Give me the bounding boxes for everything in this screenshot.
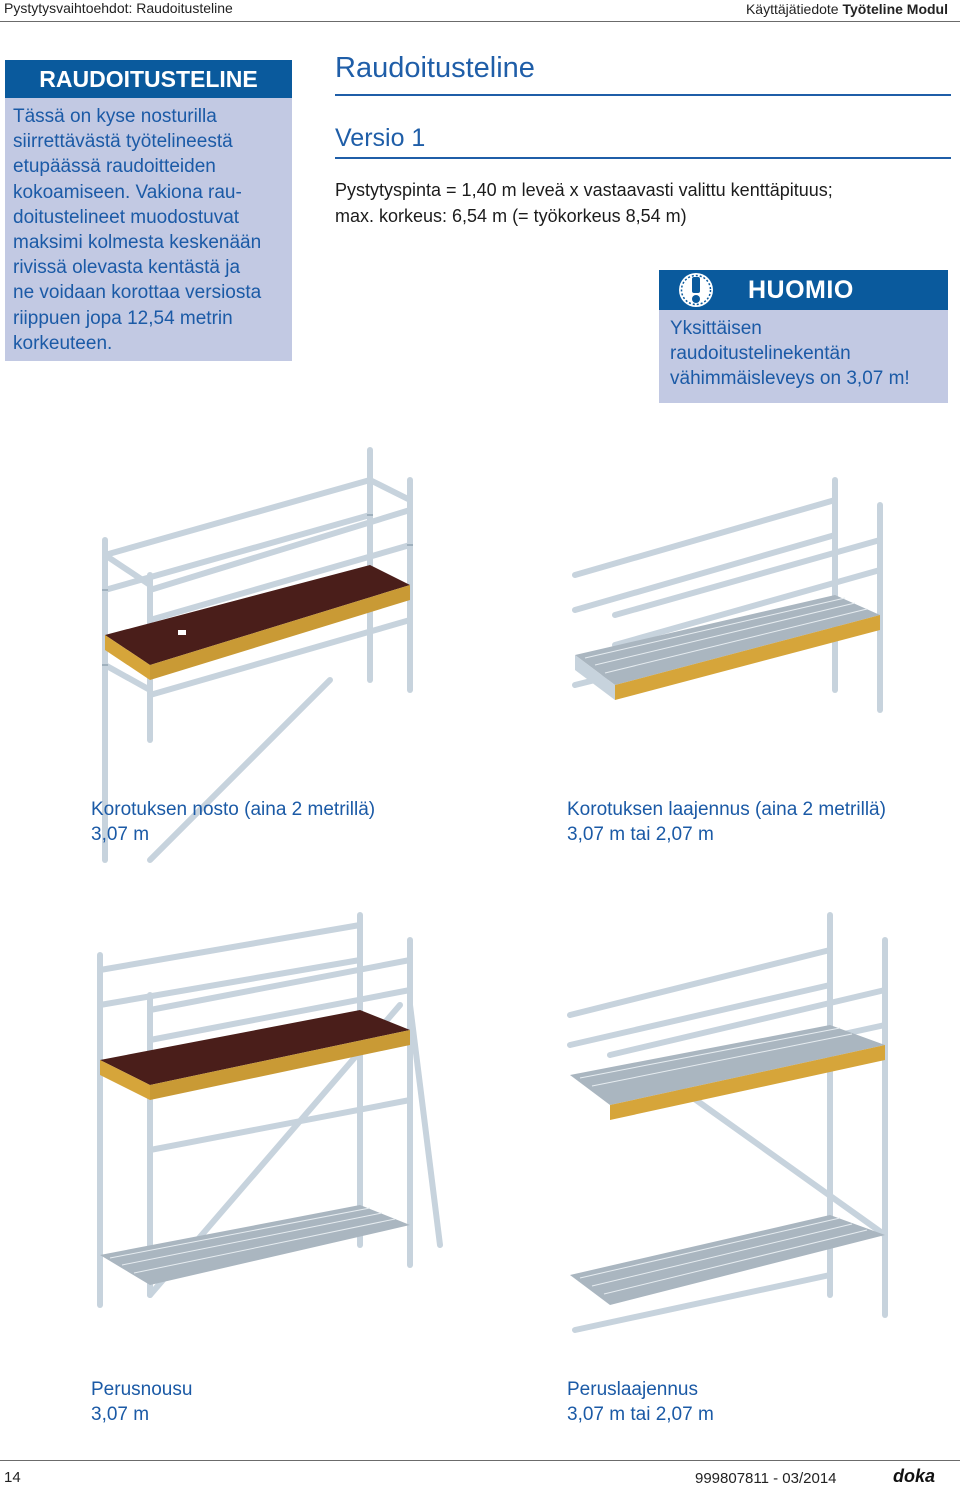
notice-line: vähimmäisleveys on 3,07 m!: [670, 368, 910, 389]
caption-title: Korotuksen laajennus (aina 2 metrillä): [567, 799, 886, 820]
caption-dimension: 3,07 m tai 2,07 m: [567, 824, 714, 845]
figure-caption: Perusnousu 3,07 m: [91, 1377, 192, 1427]
scaffold-illustration-lift: [102, 447, 413, 863]
page-number: 14: [4, 1469, 21, 1486]
scaffold-illustration-base-extension: [567, 912, 888, 1333]
notice-title: HUOMIO: [748, 276, 854, 304]
document-code: 999807811 - 03/2014: [695, 1470, 837, 1487]
caption-dimension: 3,07 m: [91, 1404, 150, 1425]
sidebar-line: Tässä on kyse nosturilla: [13, 106, 217, 127]
sidebar-text: Tässä on kyse nosturilla siirrettävästä …: [13, 104, 289, 356]
notice-line: Yksittäisen: [670, 318, 762, 339]
sidebar-line: ne voidaan korottaa versiosta: [13, 282, 262, 304]
caption-dimension: 3,07 m: [91, 824, 150, 845]
body-text: Pystytyspinta = 1,40 m leveä x vastaavas…: [335, 177, 955, 229]
figure-caption: Korotuksen laajennus (aina 2 metrillä) 3…: [567, 797, 886, 847]
sidebar-line: rivissä olevasta kentästä ja: [13, 257, 241, 279]
sidebar-box: [5, 60, 292, 361]
caption-title: Peruslaajennus: [567, 1379, 698, 1400]
body-line: Pystytyspinta = 1,40 m leveä x vastaavas…: [335, 180, 833, 200]
subtitle-rule: [335, 157, 951, 159]
doka-logo: doka: [893, 1466, 935, 1486]
sidebar-line: korkeuteen.: [13, 332, 113, 354]
sidebar-line: maksimi kolmesta keskenään: [13, 232, 262, 254]
notice-line: raudoitustelinekentän: [670, 343, 851, 364]
caption-dimension: 3,07 m tai 2,07 m: [567, 1404, 714, 1425]
section-subtitle: Versio 1: [335, 124, 426, 152]
sidebar-line: kokoamiseen. Vakiona rau-: [13, 181, 242, 203]
header-doc-type: Käyttäjätiedote: [745, 1, 839, 17]
caption-title: Perusnousu: [91, 1379, 193, 1400]
sidebar-line: etupäässä raudoitteiden: [13, 156, 216, 178]
scaffold-illustration-base: [97, 912, 443, 1308]
sidebar-line: doitustelineet muodostuvat: [13, 206, 240, 228]
body-line: max. korkeus: 6,54 m (= työkorkeus 8,54 …: [335, 206, 687, 226]
sidebar-line: riippuen jopa 12,54 metrin: [13, 307, 233, 329]
footer-rule: [0, 1460, 960, 1461]
scaffold-illustration-extension: [572, 477, 883, 713]
notice-text: Yksittäisen raudoitustelinekentän vähimm…: [670, 316, 950, 391]
sidebar-line: siirrettävästä työtelineestä: [13, 131, 233, 153]
logo-wordmark: doka: [893, 1466, 935, 1486]
title-rule: [335, 94, 951, 96]
sidebar-title: RAUDOITUSTELINE: [5, 60, 292, 98]
caption-title: Korotuksen nosto (aina 2 metrillä): [91, 799, 376, 820]
running-header-section: Pystytysvaihtoehdot: Raudoitusteline: [4, 0, 233, 16]
running-header-document: Käyttäjätiedote Työteline Modul: [746, 1, 948, 17]
header-product: Työteline Modul: [842, 1, 948, 17]
header-rule: [0, 21, 960, 22]
figure-caption: Korotuksen nosto (aina 2 metrillä) 3,07 …: [91, 797, 375, 847]
page-title: Raudoitusteline: [335, 52, 535, 84]
figure-caption: Peruslaajennus 3,07 m tai 2,07 m: [567, 1377, 714, 1427]
exclamation-icon: [679, 273, 713, 307]
